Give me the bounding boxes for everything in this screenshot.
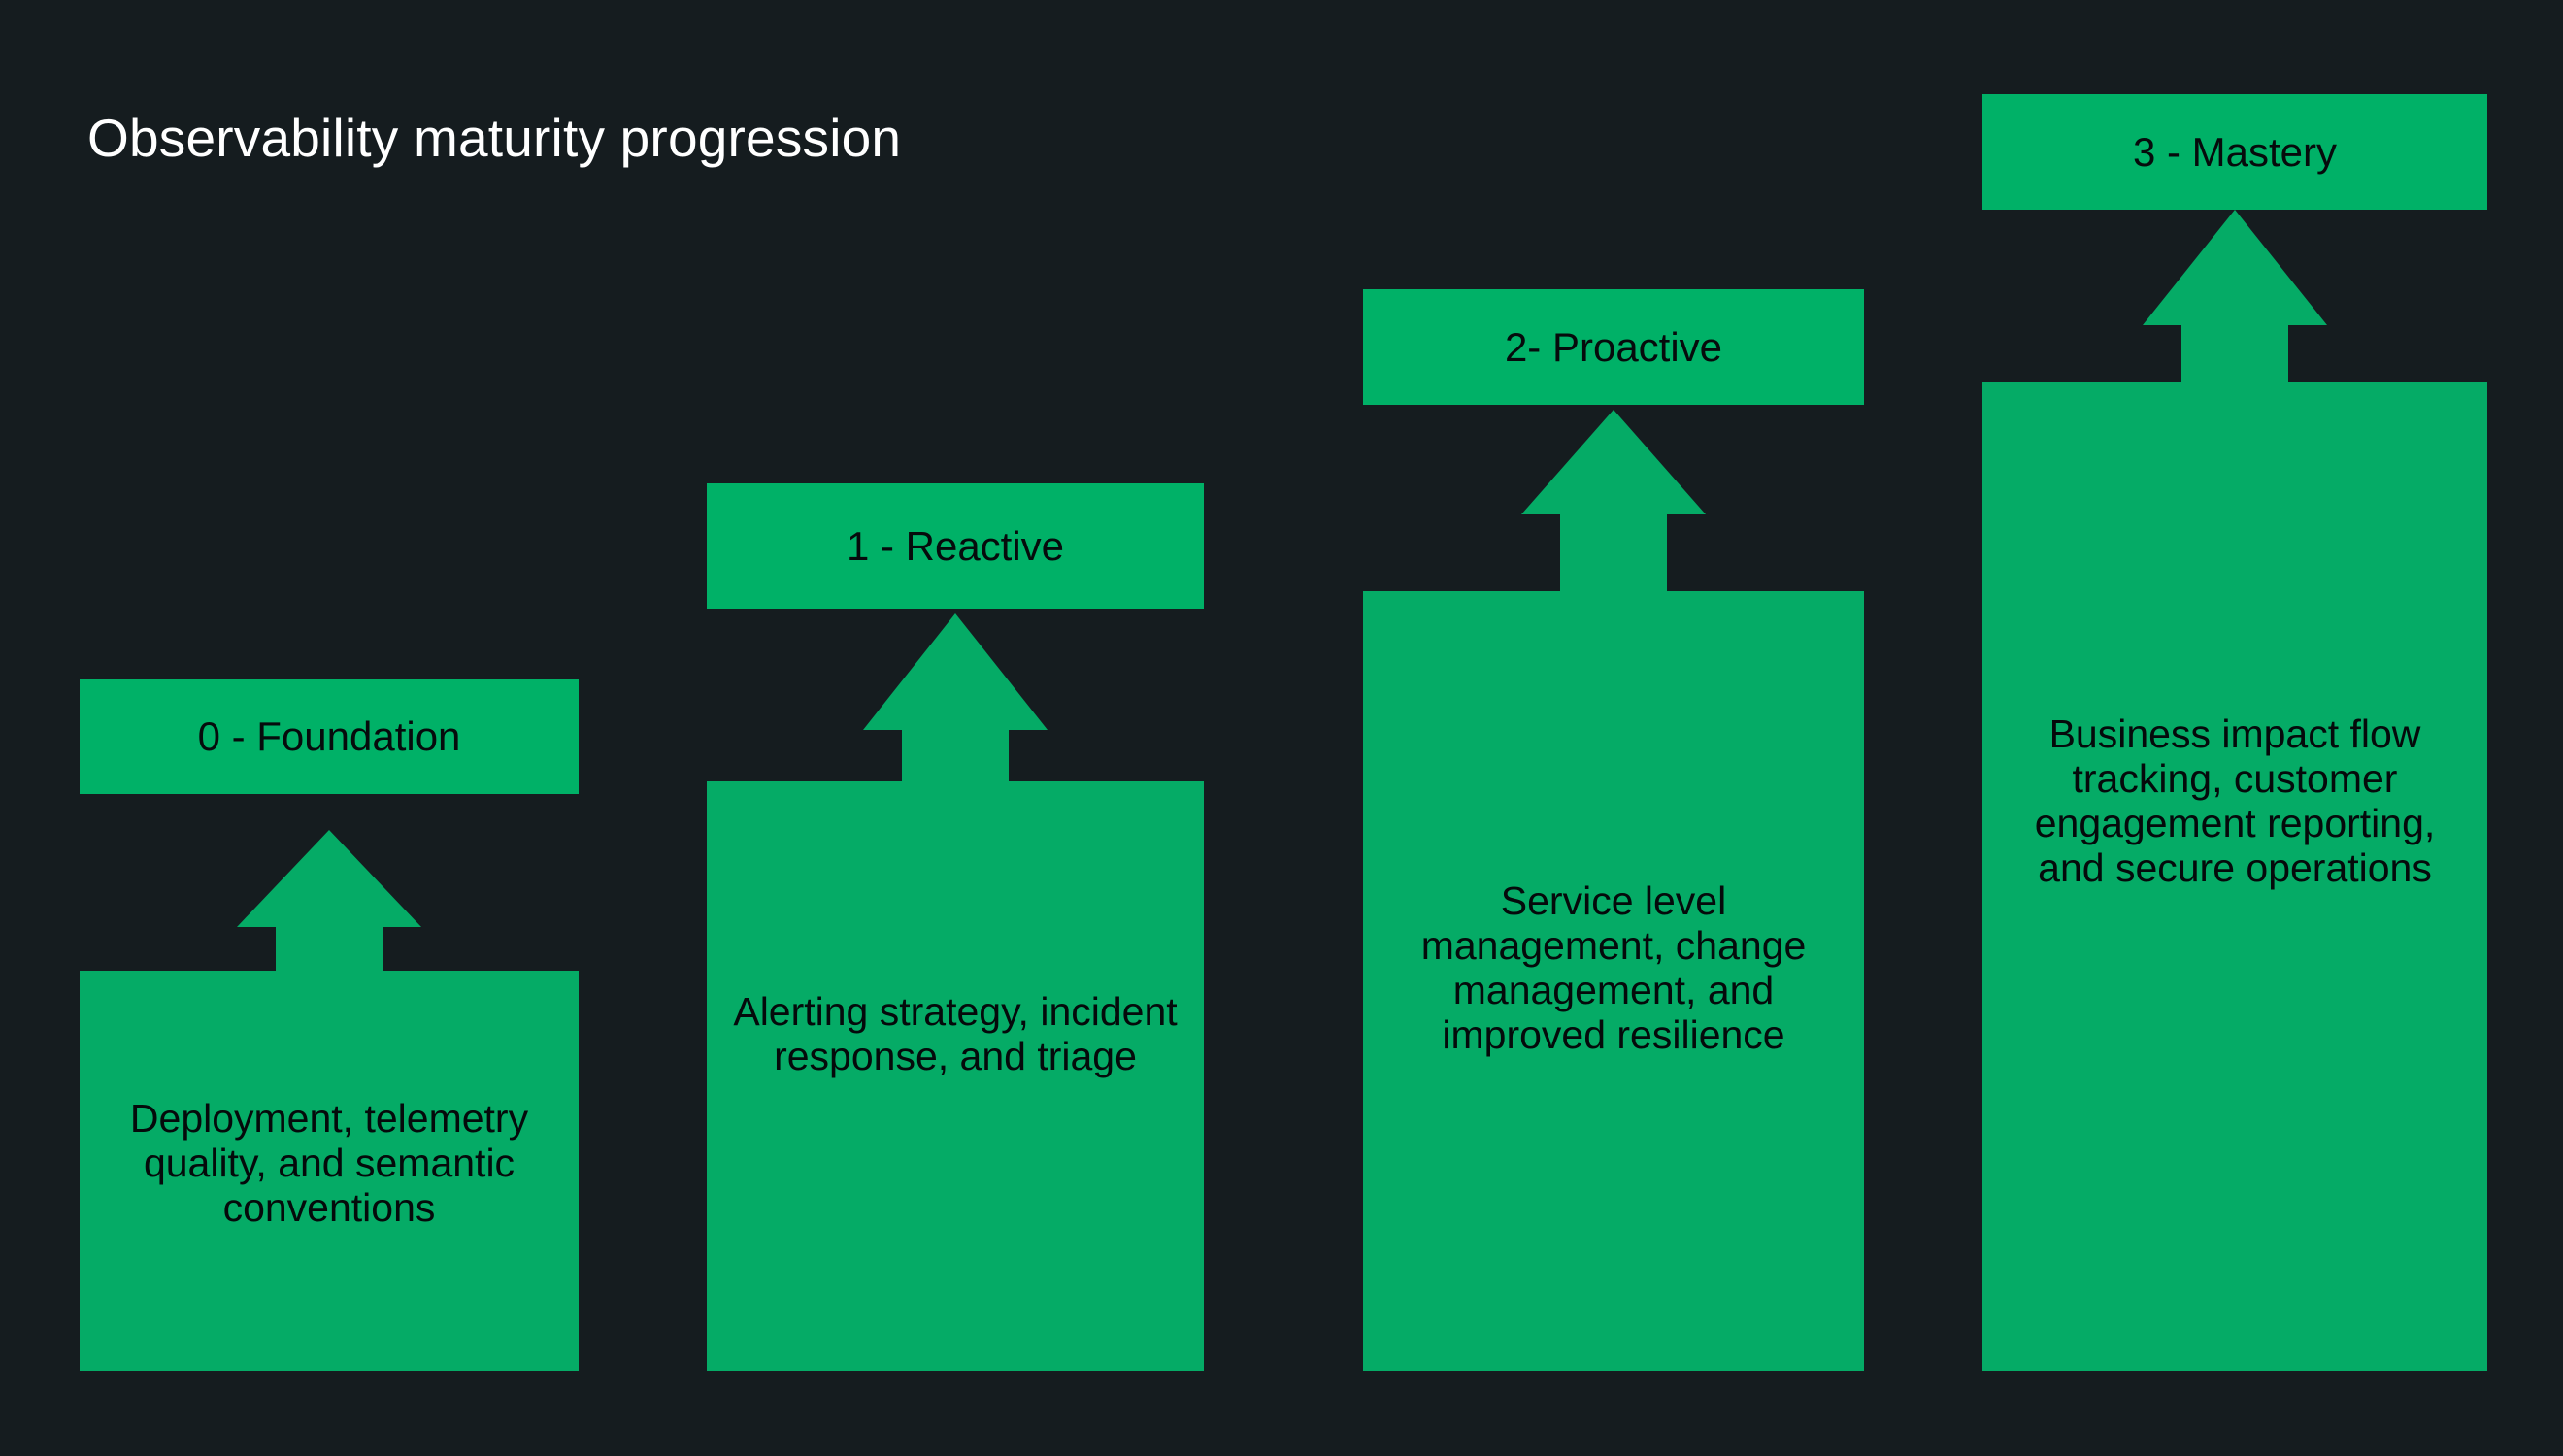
stage-2-arrow-up-icon [1521,410,1706,591]
stage-1-body-text: Alerting strategy, incident response, an… [733,988,1178,1078]
stage-0-label-box[interactable]: 0 - Foundation [80,679,579,794]
stage-0-body-box[interactable]: Deployment, telemetry quality, and seman… [80,971,579,1371]
stage-2-label-box[interactable]: 2- Proactive [1363,289,1864,405]
stage-1-body-box[interactable]: Alerting strategy, incident response, an… [707,781,1204,1371]
stage-0-arrow-up-icon [237,830,421,971]
stage-2-body-box[interactable]: Service level management, change managem… [1363,591,1864,1371]
stage-0-body-text: Deployment, telemetry quality, and seman… [129,1096,529,1230]
stage-0: 0 - Foundation Deployment, telemetry qua… [80,679,579,1371]
stage-3-label-box[interactable]: 3 - Mastery [1982,94,2487,210]
stage-1-label-box[interactable]: 1 - Reactive [707,483,1204,609]
stage-3-body-box[interactable]: Business impact flow tracking, customer … [1982,382,2487,1371]
stage-2-label: 2- Proactive [1504,323,1723,370]
stage-1-arrow-up-icon [863,613,1048,782]
stage-2: 2- Proactive Service level management, c… [1363,289,1864,1371]
stage-3-arrow-up-icon [2143,210,2327,382]
stage-2-body-text: Service level management, change managem… [1420,877,1807,1057]
stage-0-label: 0 - Foundation [197,713,461,759]
stage-1: 1 - Reactive Alerting strategy, incident… [707,483,1204,1371]
stage-1-label: 1 - Reactive [846,522,1065,569]
stage-3: 3 - Mastery Business impact flow trackin… [1982,94,2487,1371]
stage-3-label: 3 - Mastery [2132,128,2338,175]
page-title: Observability maturity progression [87,108,902,168]
stage-3-body-text: Business impact flow tracking, customer … [2034,711,2436,890]
